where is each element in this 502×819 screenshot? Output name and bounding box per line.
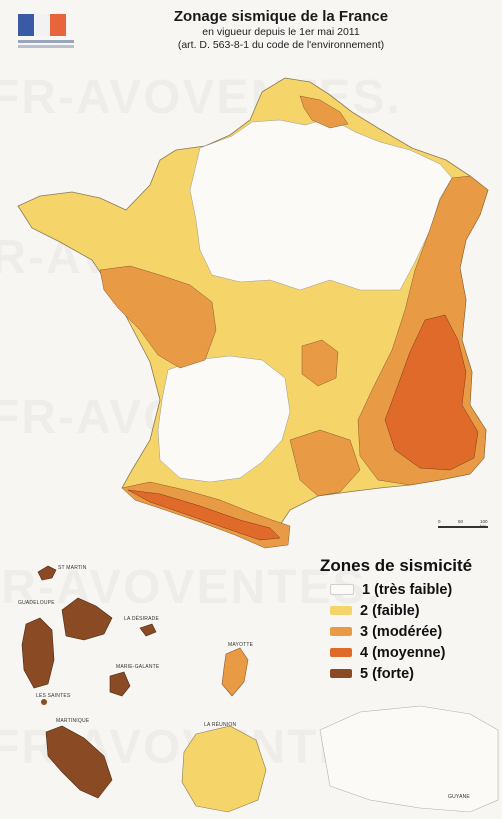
island-martinique: [45, 725, 113, 799]
label-mayotte: MAYOTTE: [228, 642, 254, 648]
zone3-southeast-coast: [289, 429, 361, 497]
zone4-alps: [384, 314, 479, 471]
zone4-pyrenees: [127, 489, 281, 541]
label-les-saintes: LES SAINTES: [36, 693, 71, 699]
legend-swatch: [330, 584, 354, 595]
label-marie-galante: MARIE-GALANTE: [116, 664, 160, 670]
label-guadeloupe: GUADELOUPE: [18, 600, 55, 606]
subtitle-article: (art. D. 563-8-1 du code de l'environnem…: [177, 39, 385, 51]
island-reunion: [181, 725, 267, 813]
island-saint-martin: [37, 565, 57, 581]
legend-swatch: [330, 669, 352, 678]
legend-item-zone-3: 3 (modérée): [330, 621, 500, 642]
zone3-west: [99, 265, 217, 369]
island-marie-galante: [109, 671, 131, 697]
label-la-desirade: LA DÉSIRADE: [124, 616, 159, 622]
subtitle-date: en vigueur depuis le 1er mai 2011: [202, 26, 360, 38]
label-guyane: GUYANE: [448, 794, 470, 800]
legend-item-zone-4: 4 (moyenne): [330, 642, 500, 663]
flag-icon: [18, 14, 68, 36]
label-martinique: MARTINIQUE: [56, 718, 90, 724]
legend-item-zone-2: 2 (faible): [330, 600, 500, 621]
island-grande-terre: [61, 597, 113, 641]
legend-item-zone-5: 5 (forte): [330, 663, 500, 684]
island-guadeloupe: [21, 617, 55, 689]
legend-swatch: [330, 606, 352, 615]
island-la-desirade: [139, 623, 157, 637]
republique-francaise-logo: [12, 10, 76, 52]
island-mayotte: [221, 647, 249, 697]
label-la-reunion: LA RÉUNION: [204, 722, 237, 728]
legend-swatch: [330, 648, 352, 657]
legend: Zones de sismicité 1 (très faible) 2 (fa…: [320, 556, 500, 684]
legend-item-zone-1: 1 (très faible): [330, 579, 500, 600]
zone3-nord: [299, 95, 349, 129]
zone1-north: [189, 117, 453, 291]
territory-guyane: [319, 705, 499, 813]
label-saint-martin: ST MARTIN: [58, 565, 87, 571]
zone3-central: [301, 339, 339, 387]
zone1-southwest: [157, 355, 291, 483]
header: Zonage sismique de la France en vigueur …: [0, 8, 502, 51]
page-title: Zonage sismique de la France: [173, 8, 389, 25]
scale-bar: 0 50 100 km: [438, 519, 488, 529]
legend-swatch: [330, 627, 352, 636]
legend-title: Zones de sismicité: [320, 556, 473, 575]
island-les-saintes: [41, 699, 47, 705]
